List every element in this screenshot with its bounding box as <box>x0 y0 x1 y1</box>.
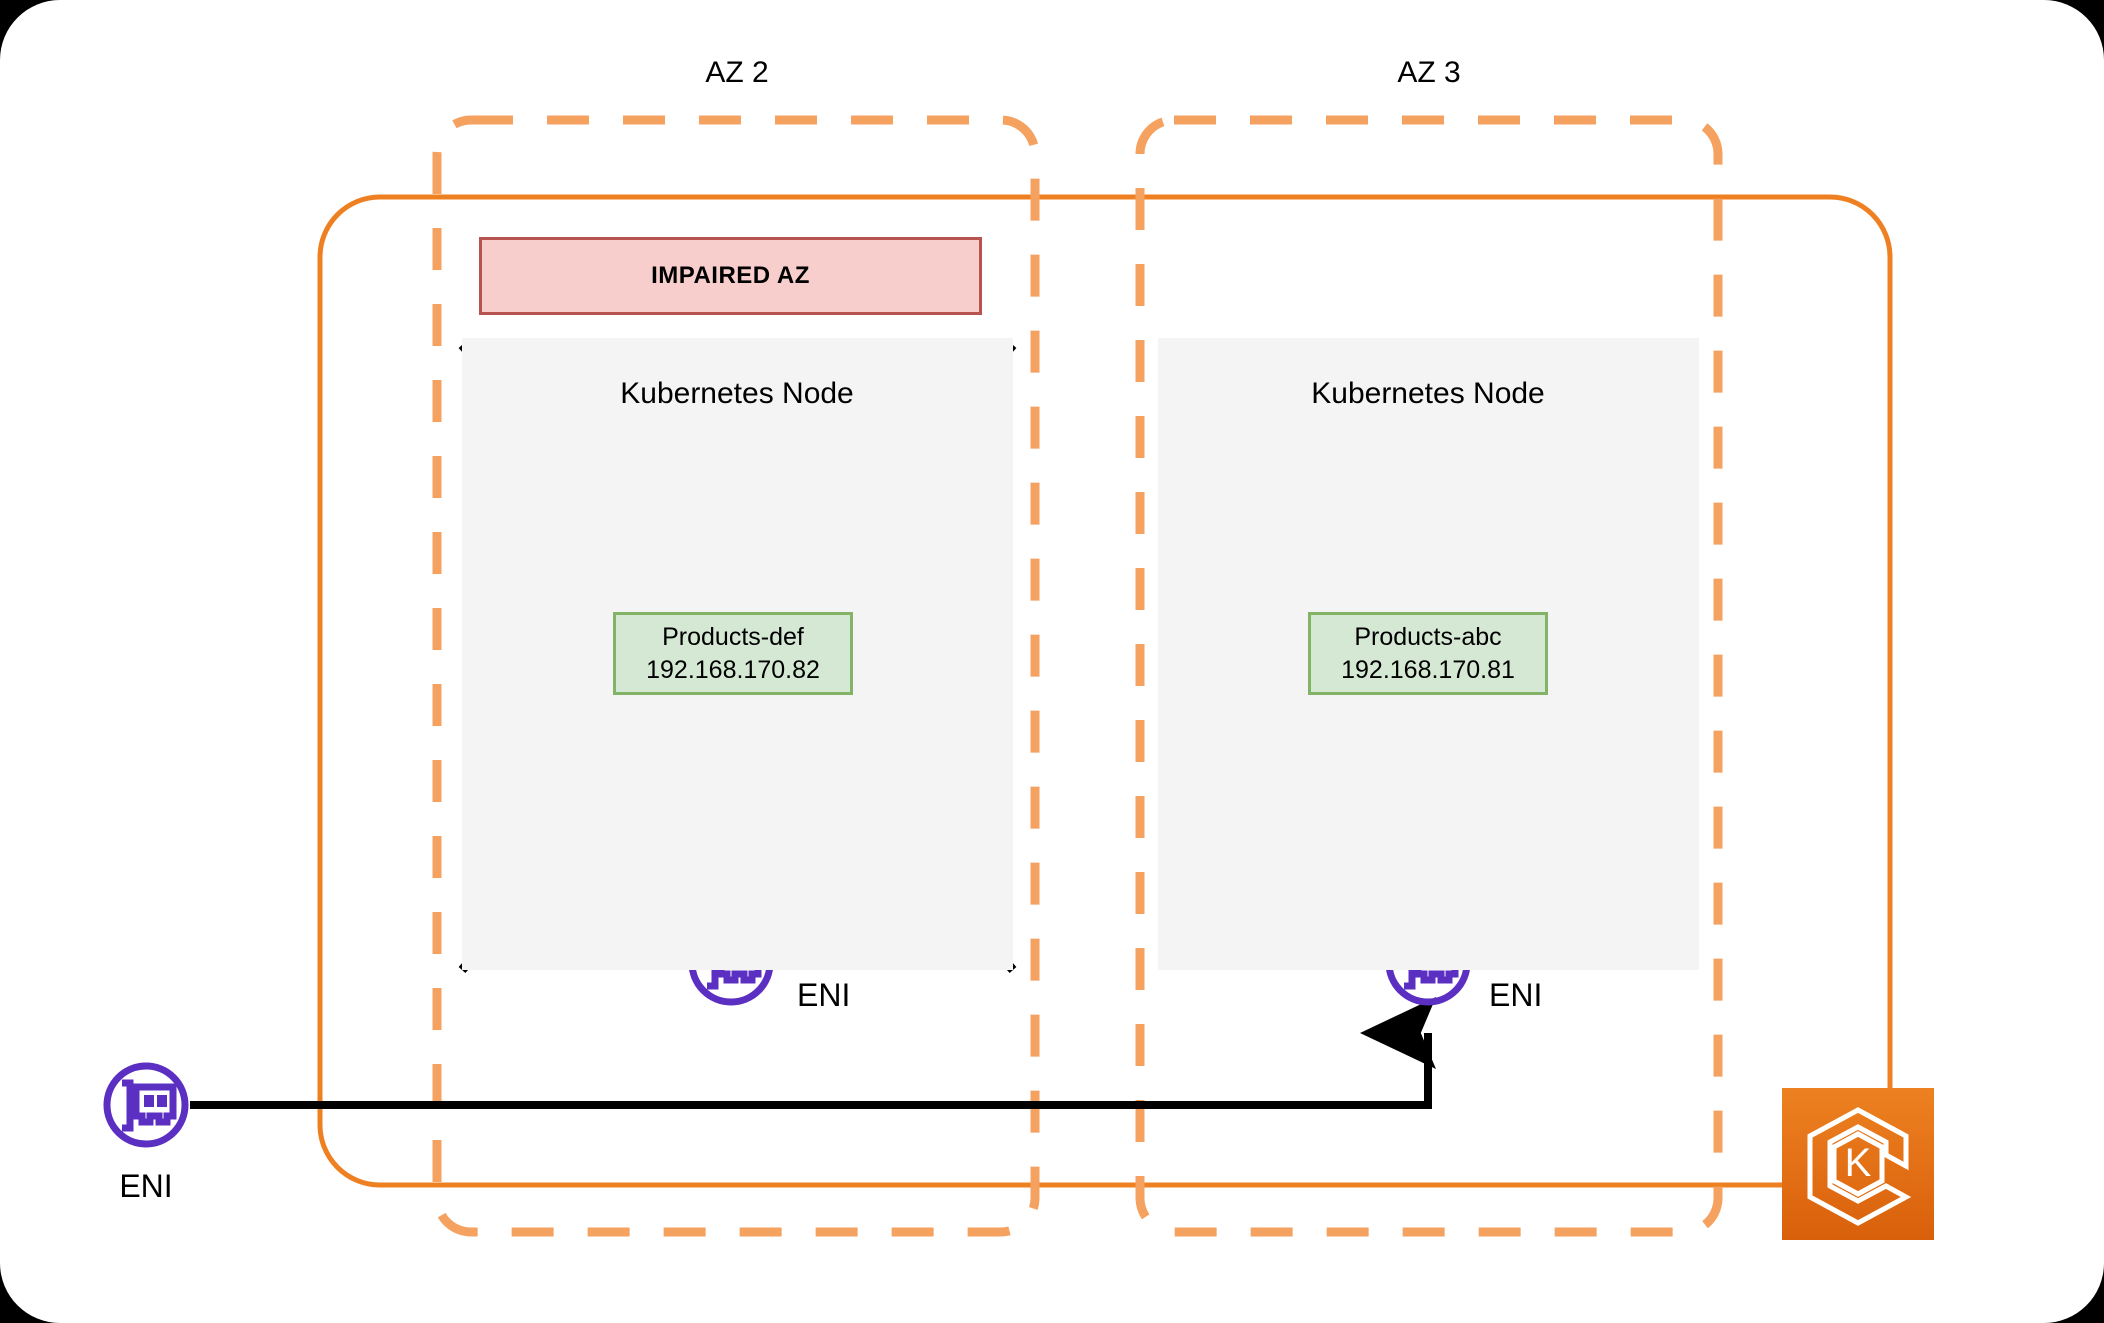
az2-eni-label: ENI <box>797 977 851 1013</box>
impaired-az-text: IMPAIRED AZ <box>651 262 810 289</box>
az3-pod-name: Products-abc <box>1354 622 1502 651</box>
az3-node-label: Kubernetes Node <box>1311 377 1545 410</box>
svg-text:K: K <box>1845 1141 1872 1185</box>
az2-pod-ip: 192.168.170.82 <box>646 655 820 684</box>
eni-traffic-connector <box>190 997 1436 1109</box>
az3-label: AZ 3 <box>1397 56 1461 89</box>
az3-eni-label: ENI <box>1489 977 1543 1013</box>
az2-pod-products-def: Products-def 192.168.170.82 <box>613 612 853 695</box>
az2-node-label: Kubernetes Node <box>620 377 854 410</box>
impaired-az-banner: IMPAIRED AZ <box>479 237 982 315</box>
external-eni-icon <box>103 1062 189 1148</box>
az2-label: AZ 2 <box>705 56 769 89</box>
az2-pod-name: Products-def <box>662 622 804 651</box>
external-eni-label: ENI <box>119 1168 173 1204</box>
vpc-to-eks-link <box>1777 1138 1887 1188</box>
amazon-eks-logo: K <box>1782 1088 1934 1240</box>
az3-pod-ip: 192.168.170.81 <box>1341 655 1515 684</box>
az3-pod-products-abc: Products-abc 192.168.170.81 <box>1308 612 1548 695</box>
